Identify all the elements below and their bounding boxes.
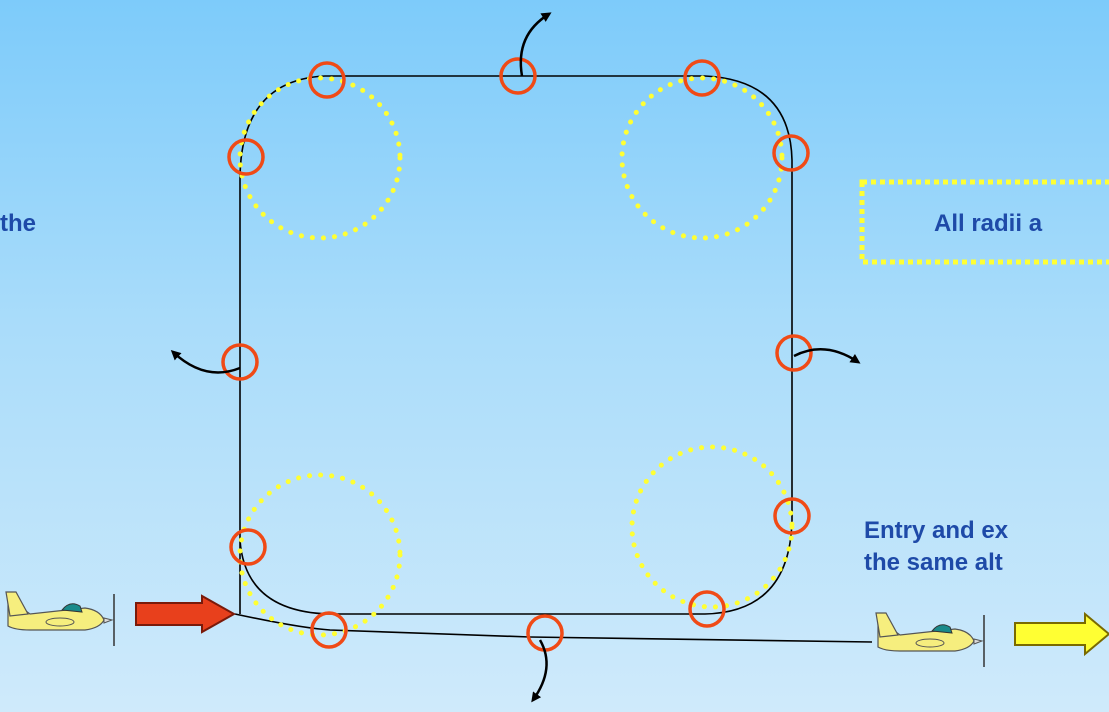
radii-note-text: All radii a [934, 210, 1043, 237]
check-circle-bottom-right [688, 590, 726, 628]
check-circle-right-middle [775, 334, 813, 372]
check-circle-top-right-upper [683, 59, 721, 97]
entry-arrow [135, 594, 237, 634]
direction-arrows [170, 12, 861, 703]
aircraft-icon [875, 612, 985, 668]
radius-circles [237, 75, 795, 638]
entry-exit-note-line1: Entry and ex [864, 517, 1009, 544]
arrow-top [519, 12, 552, 77]
check-circle-left-lower [229, 528, 267, 566]
check-circle-top-center [499, 57, 537, 95]
arrow-left [170, 349, 241, 374]
exit-arrow [1014, 611, 1109, 657]
check-circle-bottom-center [526, 614, 564, 652]
check-points [221, 57, 813, 652]
check-circle-right-lower [773, 497, 811, 535]
arrow-bottom [531, 639, 548, 703]
entry-exit-note-line2: the same alt [864, 549, 1003, 576]
radius-circle-bottom-right [629, 444, 795, 610]
check-circle-left-middle [221, 343, 259, 381]
radius-circle-bottom-left [237, 472, 403, 638]
radius-circle-top-left [237, 75, 403, 241]
aircraft-icon [5, 591, 115, 647]
arrow-right [793, 348, 861, 364]
check-circle-right-upper [772, 134, 810, 172]
left-note-text: the [0, 210, 36, 237]
check-circle-bottom-left [310, 611, 348, 649]
check-circle-left-upper [227, 138, 265, 176]
check-circle-top-left-upper [308, 61, 346, 99]
radii-note-box [859, 179, 1109, 265]
radius-circle-top-right [619, 75, 785, 241]
